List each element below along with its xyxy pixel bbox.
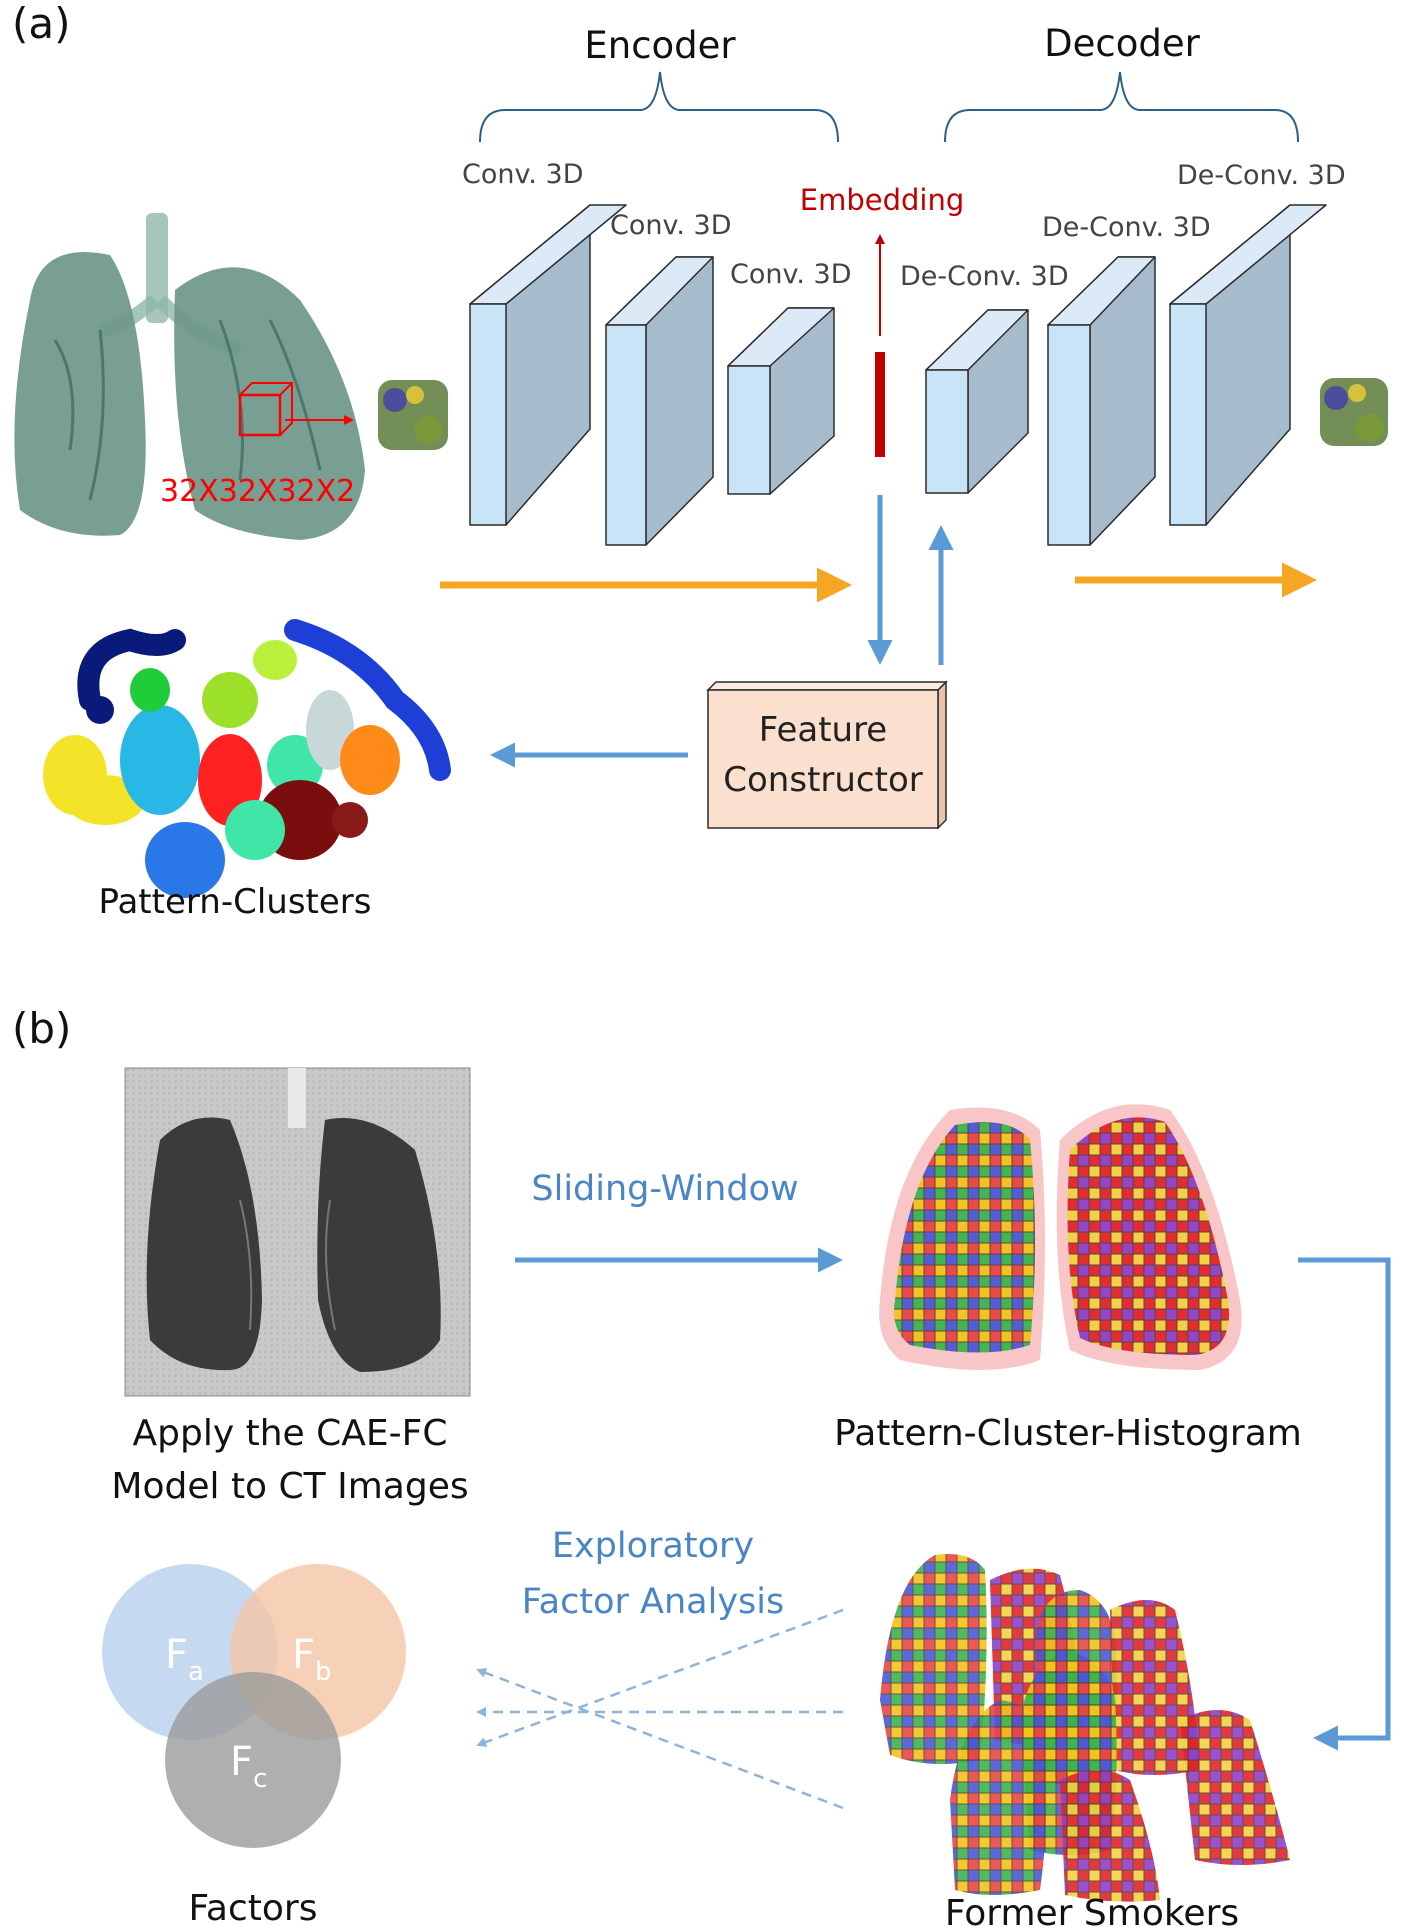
- decoder-brace: [944, 71, 1299, 143]
- input-patch-thumbnail: [378, 380, 448, 450]
- factor-a-letter: F: [165, 1632, 188, 1678]
- efa-label-line-2: Factor Analysis: [522, 1582, 784, 1622]
- factor-c-subscript: c: [253, 1764, 267, 1794]
- pattern-clusters-label: Pattern-Clusters: [99, 882, 372, 922]
- decoder-block-1: [925, 309, 1029, 494]
- decoder-layer-1-label: De-Conv. 3D: [900, 261, 1069, 292]
- embedding-bar: [875, 352, 885, 457]
- panel-a-tag: (a): [12, 0, 71, 48]
- factor-b-label: Fb: [292, 1632, 332, 1687]
- decoder-block-3: [1169, 204, 1327, 526]
- ct-caption-line-1: Apply the CAE-FC: [133, 1413, 448, 1454]
- factor-b-letter: F: [292, 1632, 315, 1678]
- encoder-block-3: [727, 307, 835, 495]
- encoder-layer-1-label: Conv. 3D: [462, 159, 584, 190]
- feature-constructor-line-2: Constructor: [723, 760, 922, 800]
- decoder-layer-3-label: De-Conv. 3D: [1177, 160, 1346, 191]
- feature-constructor-box: [706, 680, 948, 830]
- factors-label: Factors: [189, 1888, 318, 1927]
- efa-dashed-arrows: [476, 1608, 844, 1810]
- former-smokers-lungs: [880, 1554, 1290, 1902]
- encoder-layer-3-label: Conv. 3D: [730, 259, 852, 290]
- former-smokers-label: Former Smokers: [945, 1893, 1239, 1927]
- encoder-layer-2-label: Conv. 3D: [610, 210, 732, 241]
- factor-a-subscript: a: [188, 1657, 204, 1687]
- histogram-to-smokers-arrow: [1298, 1257, 1391, 1751]
- ct-image: [124, 1067, 471, 1397]
- factor-c-circle: [165, 1672, 341, 1848]
- factor-a-label: Fa: [165, 1632, 204, 1687]
- histogram-lungs: [879, 1104, 1242, 1370]
- factor-b-subscript: b: [315, 1657, 332, 1687]
- output-patch-thumbnail: [1320, 378, 1388, 446]
- pattern-clusters-scatter: [43, 619, 451, 898]
- factor-c-label: Fc: [230, 1739, 267, 1794]
- encoder-label: Encoder: [584, 24, 736, 67]
- decoder-block-2: [1047, 256, 1156, 546]
- ct-caption-line-2: Model to CT Images: [111, 1466, 468, 1507]
- histogram-label: Pattern-Cluster-Histogram: [834, 1413, 1302, 1454]
- encoder-block-2: [605, 256, 714, 546]
- decoder-label: Decoder: [1044, 22, 1200, 65]
- panel-b-tag: (b): [12, 1004, 71, 1053]
- embedding-label: Embedding: [800, 183, 964, 217]
- encoder-brace: [479, 71, 839, 143]
- lung-3d-render: [14, 213, 365, 540]
- efa-label-line-1: Exploratory: [552, 1526, 754, 1566]
- factor-c-letter: F: [230, 1739, 253, 1785]
- sliding-window-label: Sliding-Window: [531, 1169, 798, 1209]
- patch-size-label: 32X32X32X2: [160, 474, 355, 509]
- encoder-block-1: [469, 204, 627, 526]
- feature-constructor-line-1: Feature: [759, 710, 887, 750]
- decoder-layer-2-label: De-Conv. 3D: [1042, 212, 1211, 243]
